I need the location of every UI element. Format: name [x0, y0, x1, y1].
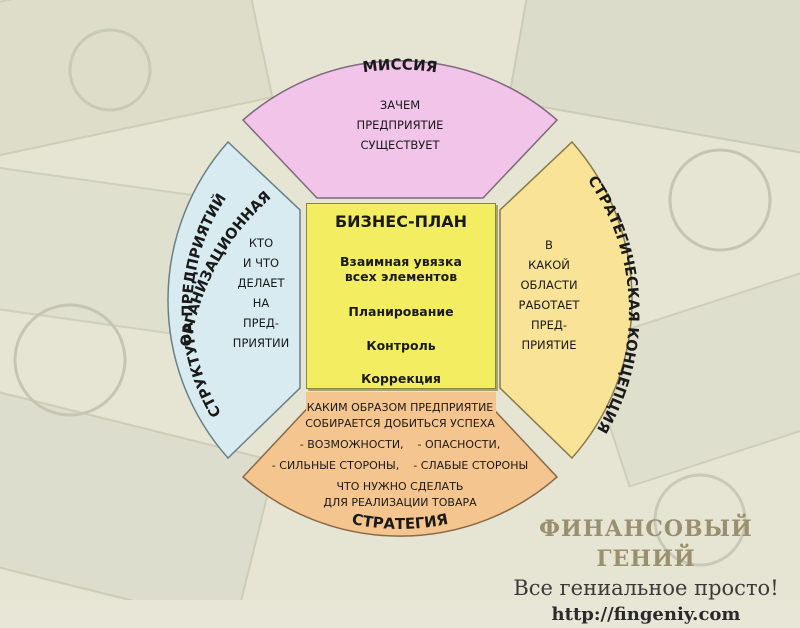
org-structure-text: КТО И ЧТО ДЕЛАЕТ НА ПРЕД- ПРИЯТИИ	[218, 233, 304, 353]
strategy-line: ДЛЯ РЕАЛИЗАЦИИ ТОВАРА	[323, 496, 477, 509]
segment-strategic-concept	[499, 140, 633, 460]
segment-strategy	[241, 397, 559, 537]
center-line-link: Взаимная увязка	[340, 254, 462, 269]
center-line-control: Контроль	[366, 338, 436, 353]
org-structure-line: КТО	[248, 236, 274, 250]
center-line-elements: всех элементов	[344, 269, 458, 284]
strategy-line: КАКИМ ОБРАЗОМ ПРЕДПРИЯТИЕ	[306, 401, 494, 414]
business-plan-title: БИЗНЕС-ПЛАН	[334, 212, 468, 231]
business-plan-box: БИЗНЕС-ПЛАН Взаимная увязка всех элемент…	[306, 203, 496, 389]
segment-mission	[241, 60, 559, 199]
org-structure-line: ПРЕД-	[243, 316, 279, 330]
center-line-correction: Коррекция	[361, 371, 441, 386]
brand-watermark: ФИНАНСОВЫЙ ГЕНИЙ Все гениальное просто! …	[492, 514, 800, 628]
brand-name: ФИНАНСОВЫЙ ГЕНИЙ	[539, 516, 753, 572]
strategic-concept-line: РАБОТАЕТ	[518, 298, 580, 312]
mission-text: ЗАЧЕМ ПРЕДПРИЯТИЕ СУЩЕСТВУЕТ	[300, 95, 500, 155]
org-structure-line: НА	[252, 296, 270, 310]
mission-line: СУЩЕСТВУЕТ	[360, 138, 440, 152]
strategy-text: КАКИМ ОБРАЗОМ ПРЕДПРИЯТИЕ СОБИРАЕТСЯ ДОБ…	[240, 398, 560, 511]
business-plan-diagram: МИССИЯ ОРГАНИЗАЦИОННАЯ СТРУКТУРА ПРЕДПРИ…	[167, 56, 641, 537]
strategy-inner-panel	[306, 392, 496, 414]
strategy-line: - СИЛЬНЫЕ СТОРОНЫ, - СЛАБЫЕ СТОРОНЫ	[271, 459, 529, 472]
strategy-line: ЧТО НУЖНО СДЕЛАТЬ	[336, 480, 464, 493]
mission-label: МИССИЯ	[362, 56, 439, 77]
org-structure-line: ДЕЛАЕТ	[237, 276, 285, 290]
strategy-line: - ВОЗМОЖНОСТИ, - ОПАСНОСТИ,	[299, 438, 501, 451]
strategic-concept-line: В	[545, 238, 553, 252]
strategic-concept-line: ОБЛАСТИ	[520, 278, 578, 292]
center-line-planning: Планирование	[348, 304, 454, 319]
brand-slogan: Все гениальное просто!	[513, 576, 779, 600]
mission-line: ЗАЧЕМ	[379, 98, 421, 112]
strategic-concept-text: В КАКОЙ ОБЛАСТИ РАБОТАЕТ ПРЕД- ПРИЯТИЕ	[500, 235, 598, 355]
strategic-concept-line: ПРИЯТИЕ	[521, 338, 577, 352]
segment-org-structure	[167, 140, 301, 460]
mission-line: ПРЕДПРИЯТИЕ	[356, 118, 444, 132]
strategy-line: СОБИРАЕТСЯ ДОБИТЬСЯ УСПЕХА	[305, 417, 495, 430]
strategy-label: СТРАТЕГИЯ	[351, 510, 450, 533]
strategic-concept-line: ПРЕД-	[531, 318, 567, 332]
org-structure-line: ПРИЯТИИ	[232, 336, 290, 350]
org-structure-line: И ЧТО	[242, 256, 280, 270]
strategic-concept-line: КАКОЙ	[528, 258, 570, 272]
brand-url[interactable]: http://fingeniy.com	[551, 604, 741, 625]
